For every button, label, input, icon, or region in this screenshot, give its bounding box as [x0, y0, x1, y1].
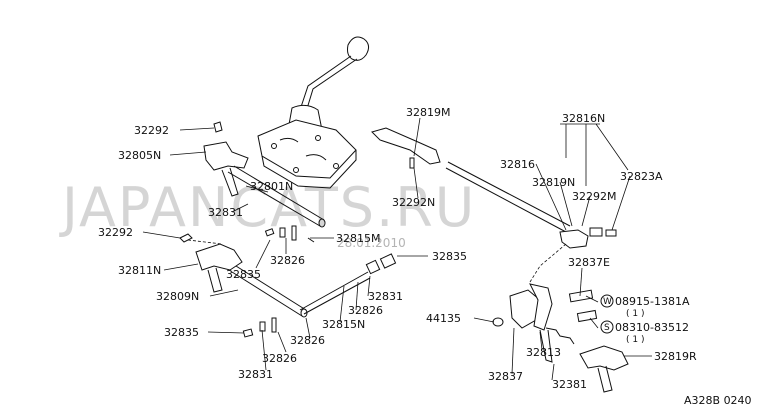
label-32811N[interactable]: 32811N — [118, 264, 161, 277]
label-32816N[interactable]: 32816N — [562, 112, 605, 125]
label-32835-a[interactable]: 32835 — [226, 268, 261, 281]
figure-code: A328B 0240 — [684, 394, 752, 407]
bolt-symbol-letter: S — [604, 323, 610, 333]
label-washer-code[interactable]: 08915-1381A — [615, 295, 690, 308]
washer-symbol-icon — [600, 294, 614, 308]
label-44135[interactable]: 44135 — [426, 312, 461, 325]
label-32826-c[interactable]: 32826 — [290, 334, 325, 347]
label-32801N[interactable]: 32801N — [250, 180, 293, 193]
label-32816[interactable]: 32816 — [500, 158, 535, 171]
label-bolt-qty: ( 1 ) — [626, 335, 644, 345]
bolt-symbol-icon — [600, 320, 614, 334]
label-32837[interactable]: 32837 — [488, 370, 523, 383]
label-32819R[interactable]: 32819R — [654, 350, 697, 363]
selector-rod-assembly — [371, 127, 617, 283]
label-32813[interactable]: 32813 — [526, 346, 561, 359]
label-32805N[interactable]: 32805N — [118, 149, 161, 162]
shift-lever-assembly — [257, 36, 370, 189]
label-32823A[interactable]: 32823A — [620, 170, 663, 183]
label-32292N[interactable]: 32292N — [392, 196, 435, 209]
date-stamp: 28.01.2010 — [337, 236, 406, 250]
shift-fork-upper — [203, 121, 326, 228]
label-32835-b[interactable]: 32835 — [432, 250, 467, 263]
part-labels: 32292 32805N 32801N 32831 32292 32815M 3… — [98, 106, 752, 407]
leader-lines — [142, 117, 652, 381]
washer-symbol-letter: W — [603, 297, 612, 307]
label-32831-a[interactable]: 32831 — [208, 206, 243, 219]
label-32826-b[interactable]: 32826 — [348, 304, 383, 317]
control-lever-assembly — [492, 283, 629, 393]
label-32826-a[interactable]: 32826 — [270, 254, 305, 267]
label-bolt-code[interactable]: 08310-83512 — [615, 321, 689, 334]
label-32292-mid[interactable]: 32292 — [98, 226, 133, 239]
small-hardware-left — [242, 225, 397, 338]
label-washer-qty: ( 1 ) — [626, 309, 644, 319]
label-32809N[interactable]: 32809N — [156, 290, 199, 303]
label-32826-d[interactable]: 32826 — [262, 352, 297, 365]
label-32835-c[interactable]: 32835 — [164, 326, 199, 339]
label-32831-c[interactable]: 32831 — [238, 368, 273, 381]
label-32815N[interactable]: 32815N — [322, 318, 365, 331]
label-32292-top[interactable]: 32292 — [134, 124, 169, 137]
label-32819N[interactable]: 32819N — [532, 176, 575, 189]
label-32837E[interactable]: 32837E — [568, 256, 610, 269]
label-32815M[interactable]: 32815M — [336, 232, 380, 245]
label-32381[interactable]: 32381 — [552, 378, 587, 391]
label-32292M[interactable]: 32292M — [572, 190, 616, 203]
shift-fork-lower — [179, 233, 308, 318]
label-32819M[interactable]: 32819M — [406, 106, 450, 119]
label-32831-b[interactable]: 32831 — [368, 290, 403, 303]
watermark: JAPANCATS.RU — [59, 176, 476, 239]
